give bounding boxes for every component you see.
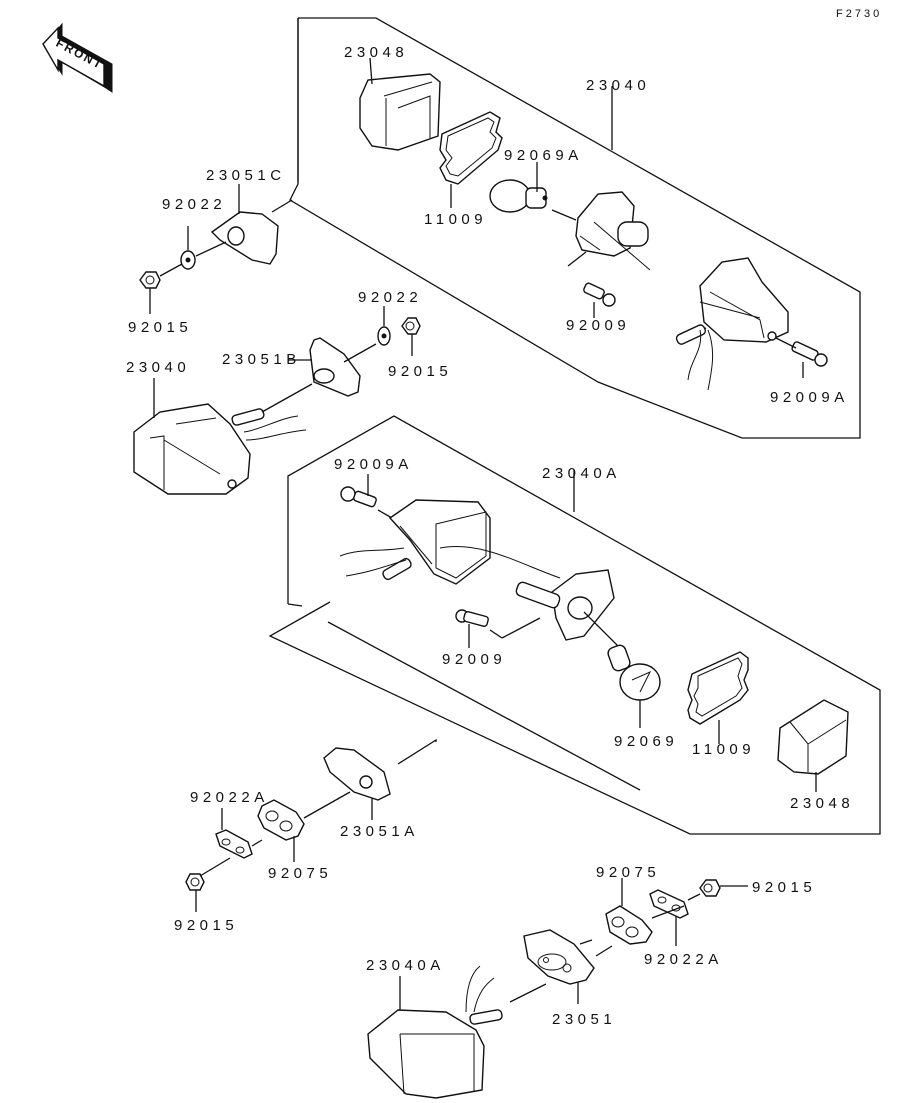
label-92069A: 92069A [504, 147, 583, 164]
label-23040A-bottom: 23040A [366, 957, 445, 974]
label-92009A-middle: 92009A [334, 456, 413, 473]
label-92009-top: 92009 [566, 317, 631, 334]
lens-23048-middle [777, 699, 849, 792]
stay-23051 [509, 929, 613, 1004]
label-92022A-left: 92022A [190, 789, 269, 806]
figure-id: F2730 [836, 8, 883, 20]
nut-92015-a [139, 263, 183, 314]
stay-23051C [210, 184, 279, 265]
gasket-11009-top [439, 111, 503, 208]
label-23051: 23051 [552, 1011, 617, 1028]
group-outline-middle [268, 415, 881, 835]
label-92075-bottom: 92075 [596, 864, 661, 881]
label-92075-left: 92075 [268, 865, 333, 882]
bulb-92069A [489, 162, 577, 221]
label-92015-lower-left: 92015 [174, 917, 239, 934]
screw-92009-top [583, 282, 616, 318]
label-11009-middle: 11009 [692, 741, 756, 758]
socket-housing-top [567, 191, 651, 271]
washer-92022A-bottom [649, 889, 689, 946]
label-92015-upper: 92015 [128, 319, 193, 336]
screw-92009A-middle [340, 474, 393, 519]
washer-92022-a [180, 226, 227, 270]
label-92015-bottom: 92015 [752, 879, 817, 896]
label-92015-middle: 92015 [388, 363, 453, 380]
damper-92075-left [257, 791, 351, 862]
lens-23048-top [359, 57, 441, 151]
bulb-92069 [607, 644, 661, 728]
label-92022-middle: 92022 [358, 289, 423, 306]
label-23048-top: 23048 [344, 44, 409, 61]
group-outline-top [289, 17, 861, 439]
label-11009-top: 11009 [424, 211, 488, 228]
label-92022-upper: 92022 [162, 196, 227, 213]
label-92009A-top: 92009A [770, 389, 849, 406]
label-23040A-middle: 23040A [542, 465, 621, 482]
screw-92009A-top [775, 337, 828, 378]
label-23048-middle: 23048 [790, 795, 855, 812]
label-23051C: 23051C [206, 167, 286, 184]
stay-23051B [288, 337, 377, 397]
label-23040-left: 23040 [126, 359, 191, 376]
nut-92015-bottom [687, 879, 748, 901]
washer-92022A-left [215, 808, 263, 859]
turn-signal-lamp-left [133, 378, 313, 495]
label-92009-middle: 92009 [442, 651, 507, 668]
label-23051A: 23051A [340, 823, 419, 840]
label-23051B: 23051B [222, 351, 301, 368]
screw-92009-middle [455, 609, 541, 648]
front-arrow-icon [42, 22, 113, 93]
gasket-11009-middle [687, 651, 749, 744]
turn-signal-lamp-middle [339, 499, 561, 585]
label-92022A-bottom: 92022A [644, 951, 723, 968]
label-92069: 92069 [614, 733, 679, 750]
turn-signal-lamp-bottom [367, 965, 503, 1099]
socket-housing-middle [515, 569, 625, 653]
turn-signal-lamp-top [675, 257, 789, 391]
stay-23051A [323, 747, 391, 820]
washer-92022-b [377, 306, 391, 346]
label-23040-top: 23040 [586, 77, 651, 94]
nut-92015-lower-left [185, 857, 231, 912]
damper-92075-bottom [605, 878, 653, 945]
nut-92015-b [401, 317, 421, 356]
